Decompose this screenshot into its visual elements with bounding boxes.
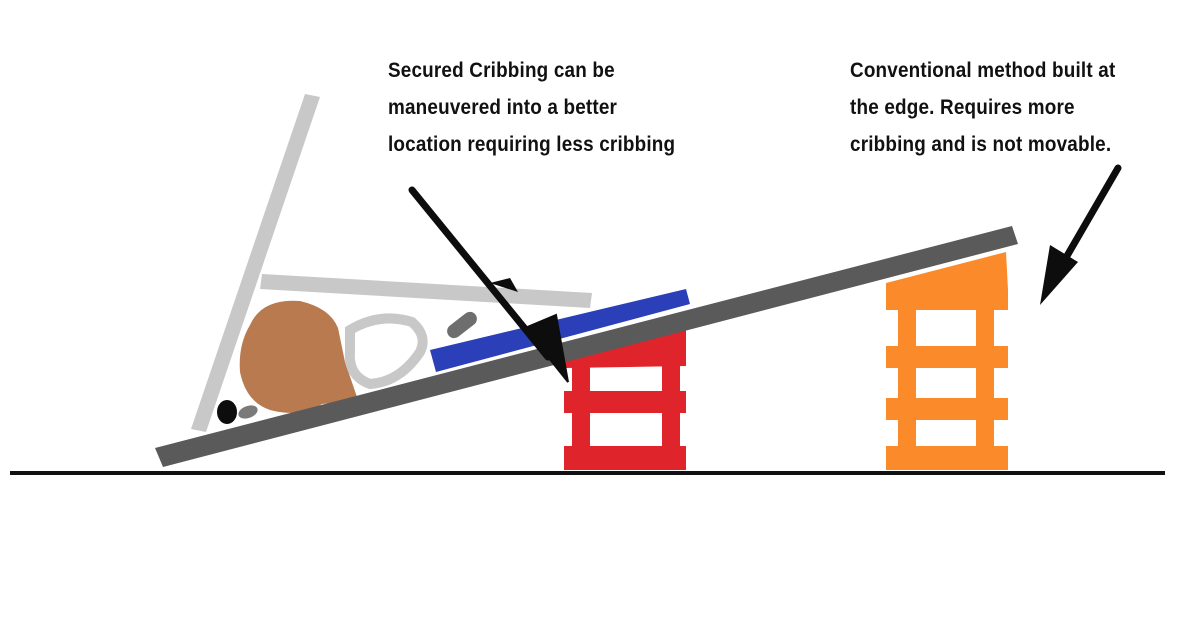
arrow-down-right-icon <box>408 186 569 383</box>
annotation-line: location requiring less cribbing <box>388 133 676 156</box>
vehicle-frame <box>191 94 592 432</box>
patient-figure <box>217 300 477 424</box>
arrow-down-left-icon <box>1040 164 1122 305</box>
orange-block-4 <box>886 398 1008 420</box>
annotation-line: Conventional method built at <box>850 59 1116 82</box>
helmet-icon <box>447 311 477 339</box>
patient-head-outline <box>344 313 428 390</box>
annotation-line: cribbing and is not movable. <box>850 133 1112 156</box>
red-middle-block <box>564 391 686 413</box>
red-bottom-block <box>564 446 686 470</box>
orange-block-3 <box>886 346 1008 368</box>
secured-cribbing-annotation: Secured Cribbing can be maneuvered into … <box>388 52 675 163</box>
blue-pad <box>430 289 690 372</box>
shoe-gray-icon <box>238 405 258 419</box>
orange-block-5 <box>886 446 1008 470</box>
long-board <box>155 226 1018 467</box>
conventional-cribbing <box>886 252 1008 470</box>
annotation-line: Secured Cribbing can be <box>388 59 615 82</box>
annotation-line: the edge. Requires more <box>850 96 1075 119</box>
conventional-method-annotation: Conventional method built at the edge. R… <box>850 52 1115 163</box>
frame-pillar <box>191 94 320 432</box>
orange-block-2 <box>886 290 1008 310</box>
orange-post-right <box>976 290 994 470</box>
shoe-icon <box>217 400 237 424</box>
patient-body <box>239 300 358 413</box>
annotation-line: maneuvered into a better <box>388 96 618 119</box>
frame-bar <box>260 274 592 308</box>
orange-post-left <box>898 290 916 470</box>
orange-top-block <box>886 252 1008 290</box>
